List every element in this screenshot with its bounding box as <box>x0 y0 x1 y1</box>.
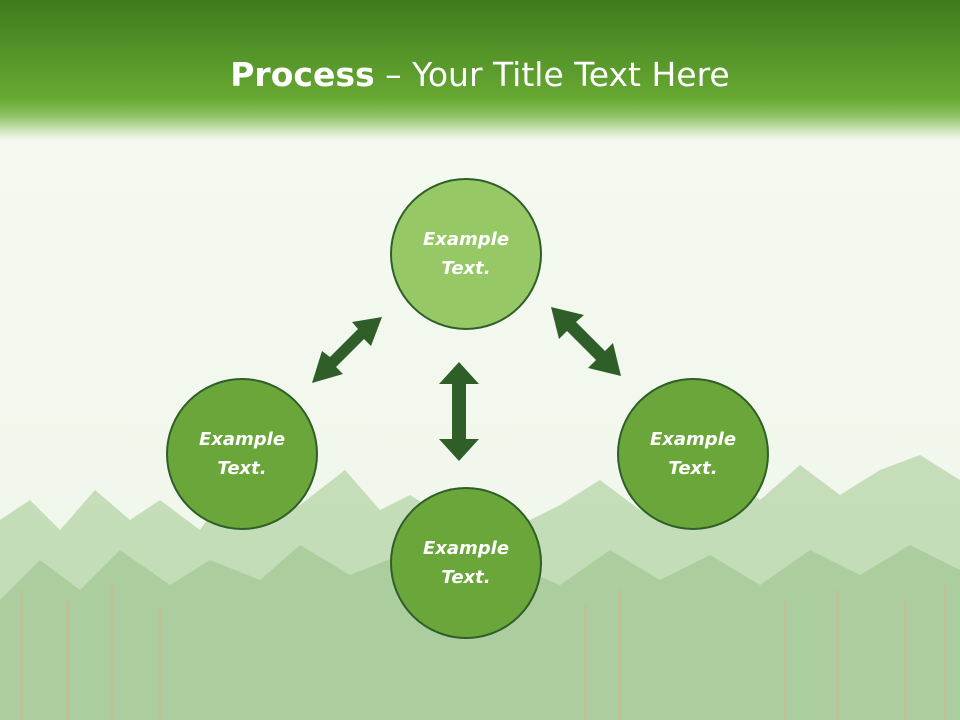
node-label: Example Text. <box>649 429 737 479</box>
arrow-top-right <box>551 307 621 376</box>
process-node-left[interactable]: Example Text. <box>166 378 318 530</box>
node-label: Example Text. <box>422 229 510 279</box>
node-label: Example Text. <box>198 429 286 479</box>
process-node-right[interactable]: Example Text. <box>617 378 769 530</box>
title-bold: Process <box>230 55 375 94</box>
title-dash: – <box>374 55 413 94</box>
node-label: Example Text. <box>422 538 510 588</box>
title-rest: Your Title Text Here <box>412 55 730 94</box>
process-node-top[interactable]: Example Text. <box>390 178 542 330</box>
arrow-top-left <box>312 317 382 383</box>
arrow-center-vertical <box>439 362 479 461</box>
process-node-bottom[interactable]: Example Text. <box>390 487 542 639</box>
slide-title[interactable]: Process – Your Title Text Here <box>0 52 960 98</box>
header-band <box>0 0 960 140</box>
